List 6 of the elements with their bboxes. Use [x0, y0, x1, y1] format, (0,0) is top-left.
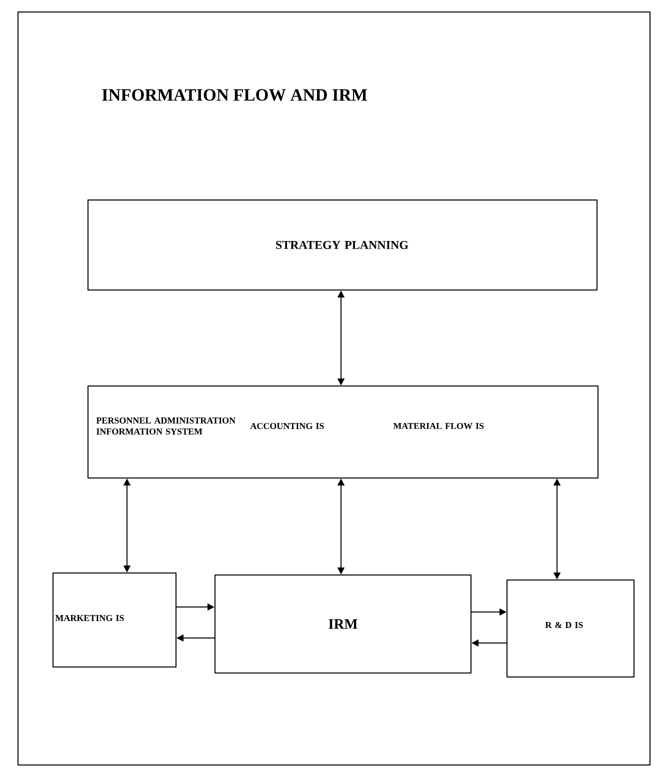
- process-box: IRM: [214, 574, 472, 674]
- process-box: R & D IS: [506, 580, 634, 678]
- process-box: STRATEGY PLANNING: [88, 200, 598, 290]
- system-box: PERSONNEL ADMINISTRATION INFORMATION SYSTEM ACCOUNTING IS MATERIAL FLOW IS: [88, 386, 598, 478]
- title: INFORMATION FLOW AND IRM: [102, 89, 368, 101]
- process-box: MARKETING IS: [52, 572, 176, 668]
